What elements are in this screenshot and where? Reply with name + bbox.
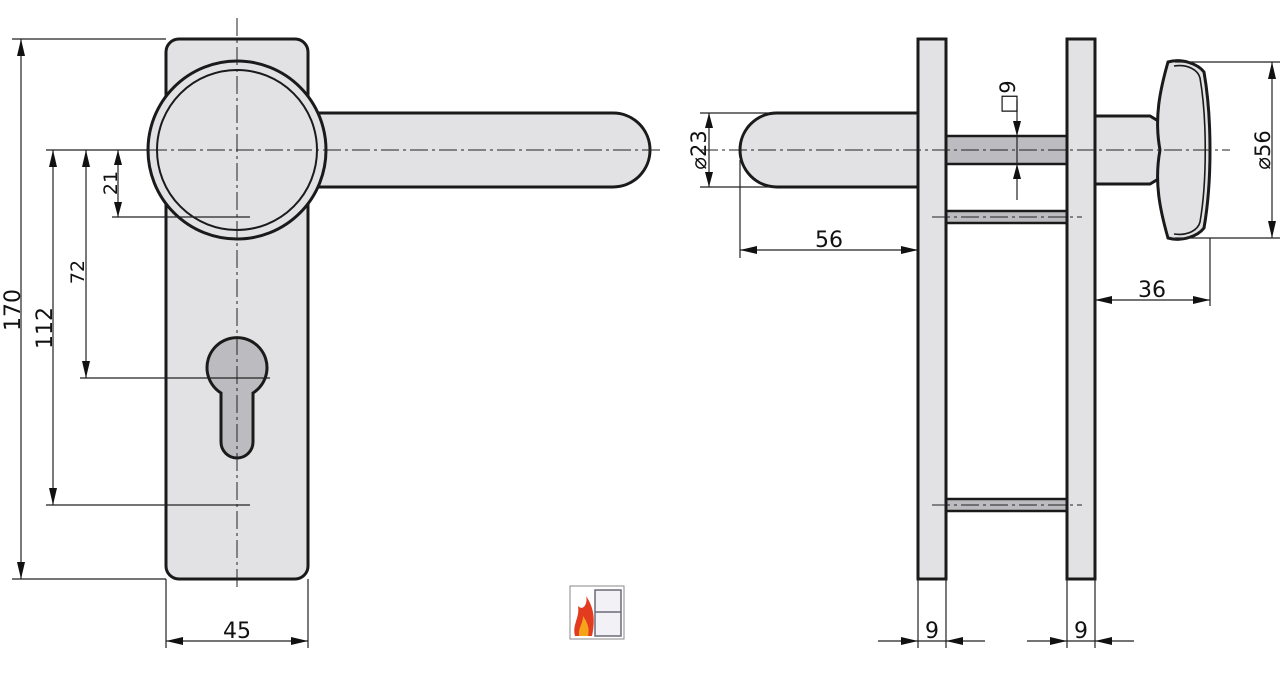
dim-square-9: □9: [996, 80, 1021, 200]
dim-label-square-9: □9: [996, 80, 1020, 113]
dim-label-diameter-56: ⌀56: [1251, 130, 1275, 169]
dim-170: 170: [1, 38, 166, 580]
fire-door-icon: [569, 585, 625, 640]
dim-label-plate-left-9: 9: [925, 619, 939, 644]
dim-label-21: 21: [100, 171, 122, 195]
dim-label-112: 112: [33, 307, 58, 349]
side-view: ⌀23 □9 ⌀56 56: [687, 37, 1280, 648]
dim-label-45: 45: [223, 619, 251, 644]
dim-plate-right-9: 9: [1027, 579, 1134, 648]
dim-projection-56: 56: [739, 160, 918, 258]
dim-diameter-56: ⌀56: [1175, 61, 1280, 239]
dim-label-plate-right-9: 9: [1074, 619, 1088, 644]
front-view: 170 112 72 21: [1, 18, 660, 648]
dim-45: 45: [165, 579, 309, 648]
dim-label-170: 170: [1, 289, 26, 331]
dim-21: 21: [100, 150, 122, 217]
side-plate-left: [916, 37, 948, 581]
dim-72: 72: [67, 150, 90, 378]
dim-label-diameter-23: ⌀23: [687, 130, 711, 169]
dim-projection-36: 36: [1095, 238, 1211, 306]
dim-112: 112: [33, 149, 150, 505]
dim-diameter-23: ⌀23: [687, 112, 777, 188]
side-plate-right: [1065, 37, 1097, 581]
dim-label-projection-56: 56: [815, 228, 843, 253]
knob-side: [1156, 59, 1212, 241]
dim-plate-left-9: 9: [878, 579, 985, 648]
dim-label-72: 72: [67, 260, 89, 284]
dim-label-projection-36: 36: [1138, 278, 1166, 303]
